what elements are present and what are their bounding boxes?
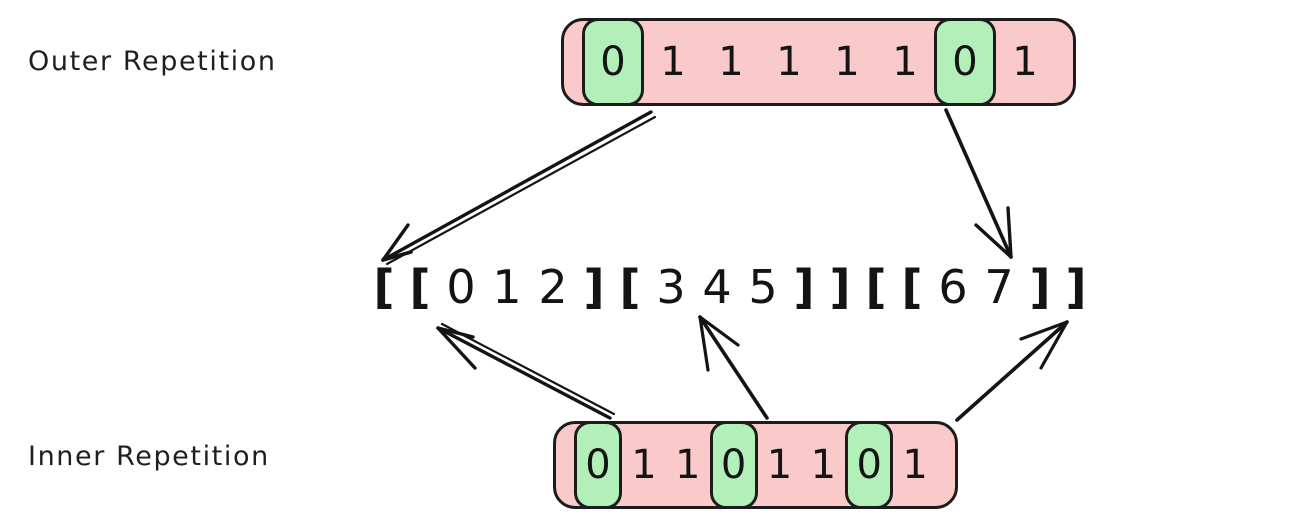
inner-bit-cell-0-highlighted: 0	[574, 421, 623, 509]
expression-token-6-bracket: [	[619, 260, 641, 314]
arrow-inner-zero-6-to-open-bracket-13	[955, 320, 1069, 422]
arrow-inner-zero-3-to-open-bracket-6	[698, 315, 769, 420]
arrow-outer-zero-6-to-open-bracket-12	[944, 108, 1013, 259]
expression-token-12-bracket: [	[865, 260, 887, 314]
expression-token-8-number: 4	[702, 260, 732, 314]
outer-bit-cell-5: 1	[892, 39, 918, 85]
expression-token-0-bracket: [	[373, 260, 395, 314]
expression-token-3-number: 1	[492, 260, 522, 314]
inner-bit-cell-4: 1	[766, 442, 793, 488]
inner-bit-cell-2: 1	[674, 442, 701, 488]
expression-token-2-number: 0	[446, 260, 476, 314]
outer-repetition-label: Outer Repetition	[28, 46, 277, 77]
expression-token-1-bracket: [	[409, 260, 431, 314]
outer-bit-cell-1: 1	[660, 39, 686, 85]
expression-token-15-number: 7	[984, 260, 1014, 314]
expression-token-11-bracket: ]	[829, 260, 851, 314]
inner-repetition-label: Inner Repetition	[28, 441, 270, 472]
expression-token-5-bracket: ]	[583, 260, 605, 314]
inner-bit-cell-7: 1	[902, 442, 928, 488]
outer-bit-cell-3: 1	[776, 39, 802, 85]
expression-token-16-bracket: ]	[1029, 260, 1051, 314]
outer-bit-cell-4: 1	[834, 39, 860, 85]
expression-token-9-number: 5	[748, 260, 778, 314]
outer-bit-cell-2: 1	[718, 39, 744, 85]
expression-token-10-bracket: ]	[793, 260, 815, 314]
outer-bit-cell-6-highlighted: 0	[934, 18, 996, 106]
expression-token-13-bracket: [	[901, 260, 923, 314]
expression-token-17-bracket: ]	[1065, 260, 1087, 314]
expression-token-4-number: 2	[538, 260, 568, 314]
outer-bit-cell-0-highlighted: 0	[582, 18, 644, 106]
arrow-inner-zero-0-to-open-bracket-1	[436, 322, 616, 420]
inner-bit-cell-1: 1	[631, 442, 657, 488]
expression-token-7-number: 3	[656, 260, 686, 314]
arrow-outer-zero-0-to-open-bracket-0	[381, 110, 657, 266]
inner-bit-cell-5: 1	[810, 442, 837, 488]
expression-token-14-number: 6	[938, 260, 968, 314]
outer-bit-cell-7: 1	[1012, 39, 1038, 85]
inner-bit-cell-3-highlighted: 0	[709, 421, 758, 509]
inner-bit-cell-6-highlighted: 0	[845, 421, 894, 509]
